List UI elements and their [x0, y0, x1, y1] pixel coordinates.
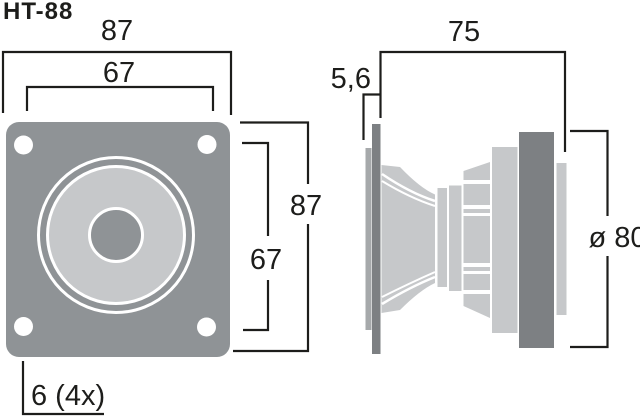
- gasket-bar: [365, 148, 372, 330]
- dim-leader-hole: [21, 361, 104, 416]
- dim-text-diameter: ø 80: [589, 222, 640, 254]
- dim-line-inner-width: [25, 85, 215, 111]
- dim-line-diameter: [570, 129, 609, 349]
- horn-wall-line: [381, 172, 436, 203]
- dim-line-depth: [379, 50, 567, 152]
- dim-line-outer-height: [233, 121, 310, 353]
- rear-plate-bar: [556, 163, 567, 315]
- top-plate-slab: [492, 147, 518, 333]
- dim-text-inner-height: 67: [250, 244, 282, 276]
- horn-profile: [381, 165, 436, 313]
- motor-stack: [463, 162, 490, 318]
- mounting-hole-bottom-left: [14, 317, 33, 336]
- horn-wall-line: [381, 180, 436, 207]
- dim-text-flange: 5,6: [331, 63, 371, 95]
- dim-line-flange: [362, 93, 381, 140]
- front-view: [6, 122, 230, 357]
- dim-text-hole: 6 (4x): [31, 380, 105, 412]
- side-view-dimensions: 75 5,6 ø 80: [331, 16, 640, 349]
- dome-circle: [88, 207, 144, 263]
- product-title: HT-88: [3, 0, 73, 25]
- stack-segment: [463, 274, 490, 290]
- mounting-hole-top-left: [14, 135, 33, 155]
- dim-text-depth: 75: [448, 16, 480, 48]
- mounting-hole-bottom-right: [197, 317, 216, 337]
- magnet-slab: [519, 132, 554, 348]
- flange-bar: [372, 124, 381, 354]
- horn-wall-line: [381, 271, 436, 298]
- stack-band: [463, 267, 490, 271]
- stack-segment: [463, 216, 490, 263]
- dim-text-outer-height: 87: [290, 190, 322, 222]
- neck-ring-2: [449, 185, 462, 291]
- stack-segment: [463, 184, 490, 205]
- dim-line-inner-height: [242, 141, 270, 332]
- outer-rim-circle: [37, 156, 195, 314]
- mounting-hole-top-right: [197, 135, 217, 154]
- horn-wall-line: [381, 275, 436, 306]
- stack-top-wedge: [463, 162, 490, 180]
- neck-ring-1: [437, 188, 447, 287]
- horn-body: [381, 165, 435, 313]
- stack-bottom-wedge: [463, 294, 490, 318]
- dim-line-outer-width: [1, 50, 233, 115]
- dim-text-inner-width: 67: [103, 57, 135, 89]
- side-view: [365, 124, 567, 354]
- stack-band: [463, 209, 490, 213]
- front-view-dimensions: 87 67 87 67 6 (4x): [1, 15, 322, 416]
- dim-text-outer-width: 87: [101, 15, 133, 47]
- diaphragm-front: [37, 156, 195, 314]
